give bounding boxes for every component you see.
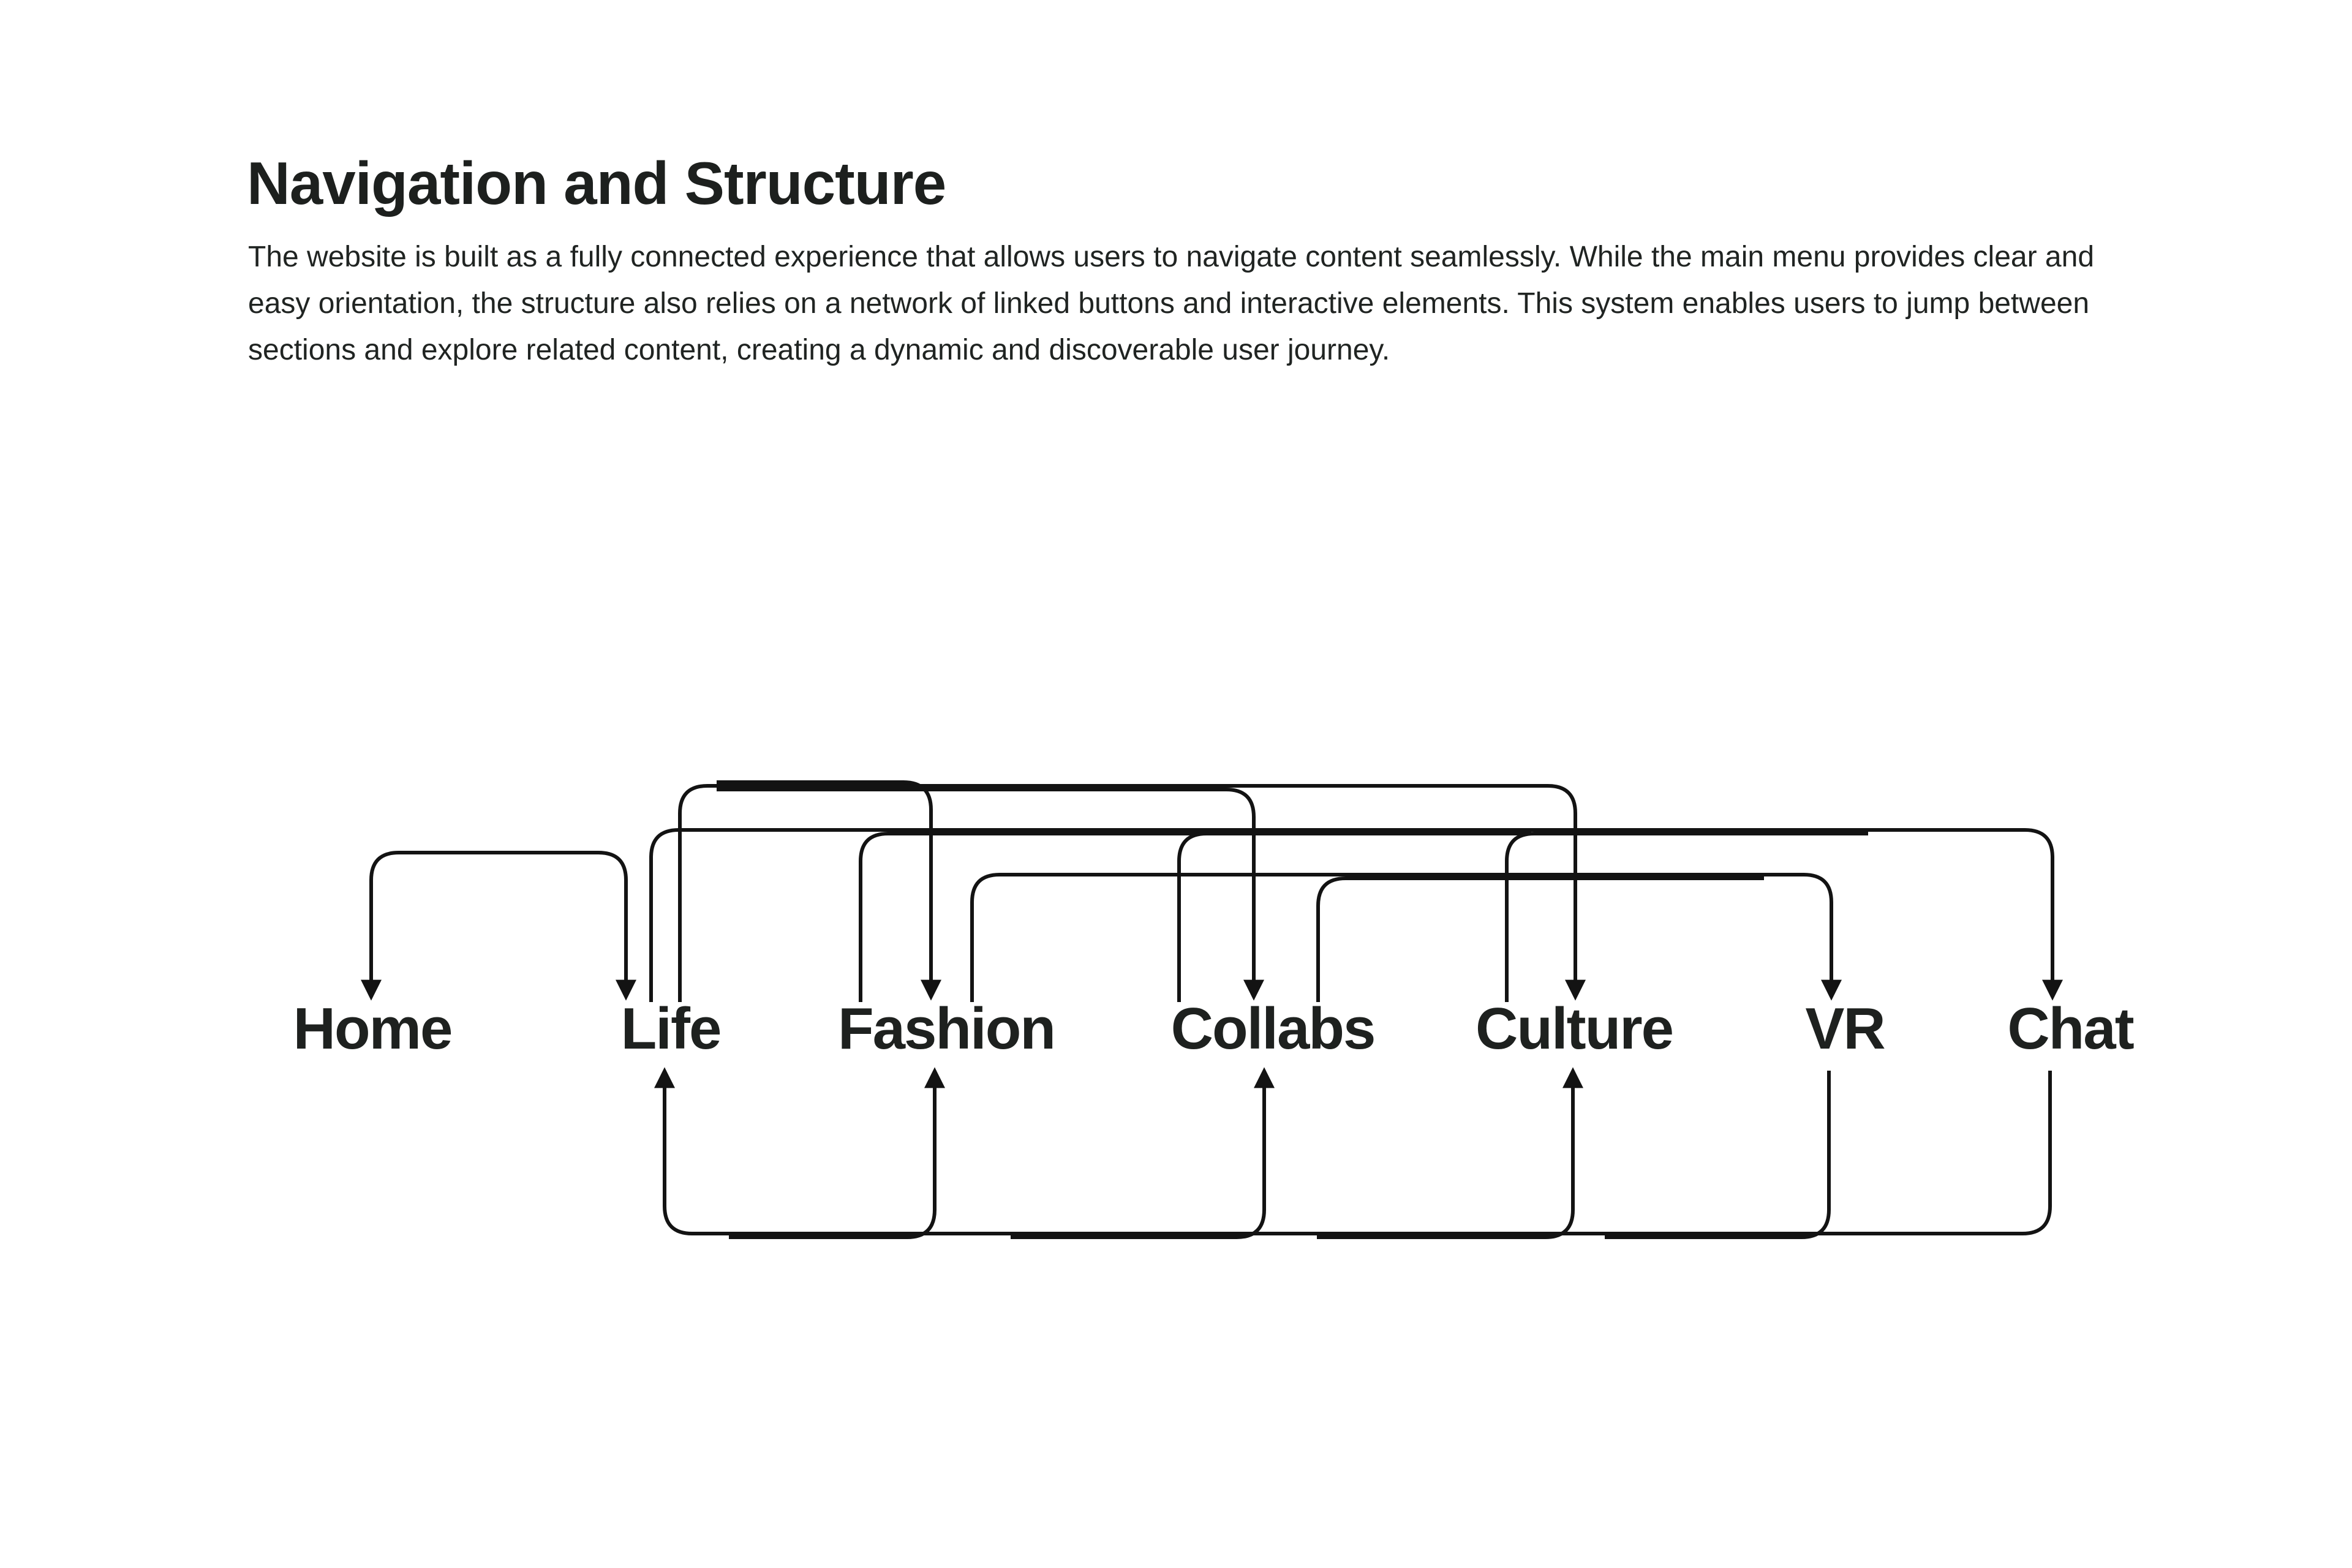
edge-home-life-two-way-arc	[361, 851, 636, 1001]
intro-line-2: easy orientation, the structure also rel…	[248, 287, 2090, 320]
node-label-life: Life	[620, 996, 722, 1061]
intro-line-3: sections and explore related content, cr…	[248, 334, 1390, 366]
node-label-home: Home	[293, 996, 453, 1061]
edge-bottom-chat-to-life	[654, 1067, 2052, 1235]
edge-bottom-join-vr	[1605, 1071, 1831, 1239]
node-label-culture: Culture	[1476, 996, 1674, 1061]
node-label-vr: VR	[1805, 996, 1885, 1061]
edge-bottom-rise-fashion	[729, 1067, 945, 1239]
edge-lane1-drop-fashion	[717, 780, 941, 1001]
edge-lane3-fashion-to-vr	[970, 873, 1842, 1002]
intro-line-1: The website is built as a fully connecte…	[248, 241, 2095, 273]
edge-lane2-join-fashion	[859, 832, 1256, 1002]
node-label-chat: Chat	[2007, 996, 2134, 1061]
node-label-collabs: Collabs	[1170, 996, 1376, 1061]
edge-lane2-join-collabs	[1177, 832, 1531, 1002]
edge-bottom-rise-culture	[1317, 1067, 1583, 1239]
node-label-fashion: Fashion	[837, 996, 1056, 1061]
edge-lane1-drop-collabs	[717, 788, 1264, 1001]
edge-bottom-rise-collabs	[1011, 1067, 1275, 1239]
edge-lane3-join-collabs	[1316, 876, 1764, 1002]
intro-paragraph: The website is built as a fully connecte…	[248, 234, 2094, 374]
page-title: Navigation and Structure	[247, 149, 946, 217]
edge-lane1-life-to-culture	[678, 784, 1586, 1002]
edge-lane2-life-to-chat	[649, 828, 2063, 1002]
diagram-edges	[361, 780, 2063, 1239]
edge-lane2-join-culture	[1505, 832, 1868, 1002]
